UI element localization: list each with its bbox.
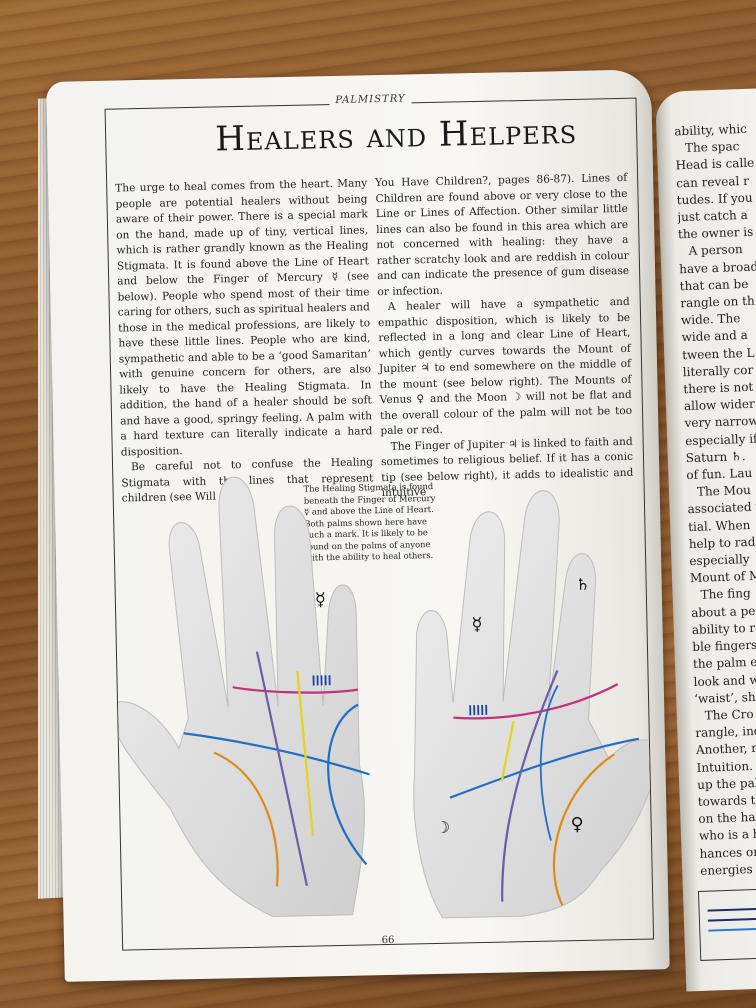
mercury-symbol: ☿ (471, 614, 482, 635)
life-line (552, 753, 615, 906)
diagram-line (707, 906, 756, 912)
facing-page-line: The Cro (704, 706, 754, 723)
mercury-symbol: ☿ (315, 589, 326, 610)
left-hand: ☿ (113, 476, 370, 917)
page-number: 66 (381, 934, 395, 947)
facing-page-line: help to rad (688, 534, 756, 551)
facing-page-line: tial. When (687, 517, 751, 534)
paragraph: You Have Children?, pages 86-87). Lines … (375, 171, 630, 298)
facing-page-line: rangle, ind (695, 723, 756, 741)
facing-page-line: especially (689, 552, 750, 569)
fate-line (255, 651, 308, 886)
palm-illustration: ☿ ☿ ♄ ☽ ♀ (113, 476, 653, 919)
facing-page-line: ability to re (691, 620, 756, 637)
facing-page-line: ‘waist’, sho (693, 689, 756, 706)
facing-page-line: ability, whic (674, 121, 748, 139)
sun-line (500, 721, 515, 782)
facing-page-line: about a pe (690, 603, 756, 620)
facing-page-line: Head is calle (675, 155, 755, 173)
saturn-symbol: ♄ (575, 575, 590, 594)
healing-stigmata (312, 675, 331, 686)
facing-page-line: energies st (699, 861, 756, 878)
facing-page-line: Saturn ♄. (685, 448, 746, 466)
facing-page-line: Mount of M (689, 568, 756, 586)
venus-symbol: ♀ (570, 814, 584, 835)
head-line (449, 737, 640, 799)
facing-page-line: towards th (697, 792, 756, 809)
facing-page-line: rangle on th (680, 293, 755, 311)
paragraph: The urge to heal comes from the heart. M… (115, 177, 373, 459)
facing-page-line: hances one (699, 844, 756, 861)
healing-stigmata (469, 704, 488, 716)
facing-page-line: The fing (700, 586, 751, 603)
heart-line (453, 683, 619, 720)
facing-page-line: The Mou (696, 483, 752, 500)
running-head: PALMISTRY (105, 89, 635, 111)
left-column: The urge to heal comes from the heart. M… (115, 176, 374, 507)
facing-page-line: who is a he (698, 826, 756, 844)
facing-page-line: of fun. Lau (686, 465, 753, 483)
facing-page-line: wide and a (681, 328, 749, 345)
facing-page-line: ble fingers, (692, 637, 756, 655)
facing-page-diagram-box (697, 887, 756, 961)
diagram-line (707, 916, 756, 922)
facing-page-line: the palm ea (692, 654, 756, 672)
life-line (213, 751, 279, 887)
right-hand: ☿ ♄ ☽ ♀ (413, 490, 653, 919)
diagram-line (708, 926, 756, 932)
facing-page-line: associated w (687, 500, 756, 517)
fate-line (501, 669, 559, 902)
facing-page-line: the owner is (677, 224, 754, 242)
facing-page-line: on the han (698, 809, 756, 827)
page-title: Healers and Helpers (214, 111, 578, 160)
facing-page-line: up the pal (696, 775, 756, 792)
right-column: You Have Children?, pages 86-87). Lines … (375, 171, 634, 502)
sun-line (296, 670, 314, 836)
head-line-2 (327, 703, 368, 866)
hand-shape (113, 476, 365, 917)
paragraph: A healer will have a sympathetic and emp… (377, 295, 633, 438)
facing-page-line: Another, ra (695, 740, 756, 758)
facing-page-line: very narrow (684, 414, 756, 431)
page-frame: PALMISTRY Healers and Helpers The urge t… (104, 93, 655, 951)
facing-page-line: tween the L (681, 345, 755, 362)
facing-page-line: especially if (684, 431, 756, 448)
facing-page-line: look and wi (693, 672, 756, 689)
hand-shape (413, 490, 653, 919)
facing-page-line: Intuition. (696, 758, 754, 775)
minor-line (539, 684, 559, 841)
book-page: PALMISTRY Healers and Helpers The urge t… (46, 69, 670, 982)
moon-symbol: ☽ (435, 818, 450, 837)
heart-line (232, 686, 358, 694)
